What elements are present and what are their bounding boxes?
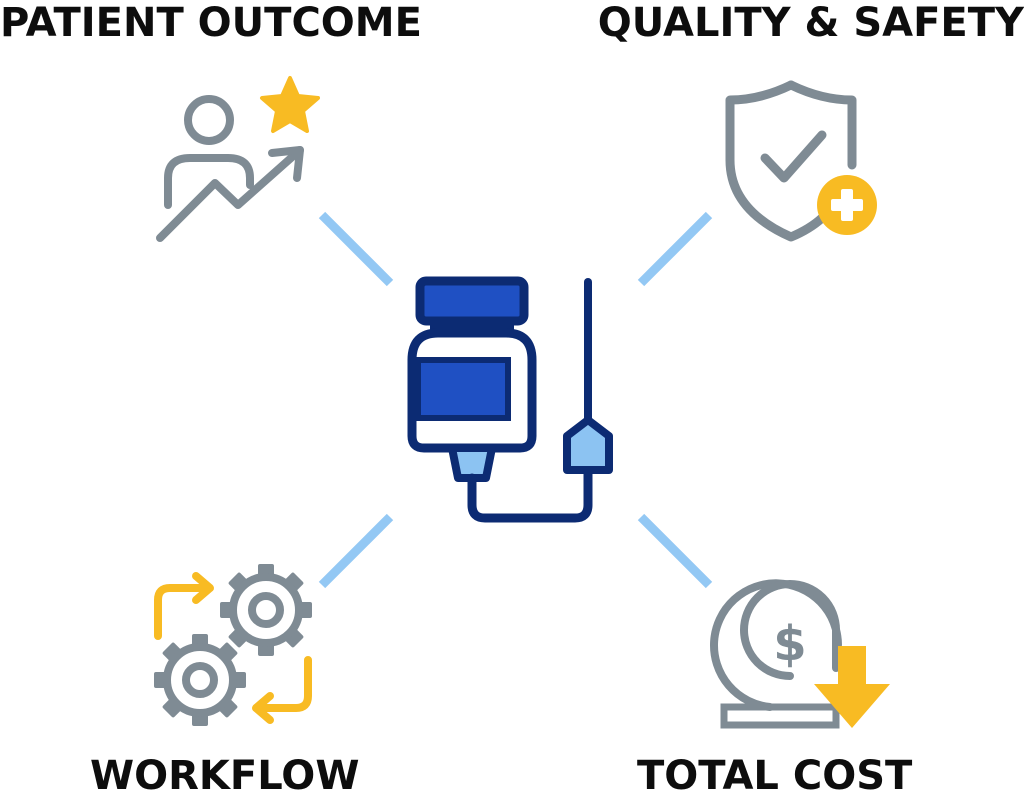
- dollar-symbol: $: [773, 616, 806, 672]
- connector-bottom-left: [318, 513, 394, 589]
- patient-improvement-icon: [156, 76, 320, 242]
- label-patient-outcome: PATIENT OUTCOME: [0, 0, 422, 46]
- connectors: [318, 211, 713, 589]
- shield-check-plus-icon: [725, 80, 877, 242]
- label-quality-safety: QUALITY & SAFETY: [597, 0, 1024, 46]
- cycle-arrow-icon: [154, 584, 212, 640]
- gear-icon: [220, 564, 312, 656]
- cycle-arrow-icon: [254, 656, 312, 712]
- connector-top-left: [318, 211, 394, 287]
- iv-bottle-icon: [407, 276, 613, 523]
- gears-cycle-icon: [154, 564, 312, 726]
- down-arrow-icon: [814, 646, 890, 728]
- label-workflow: WORKFLOW: [90, 753, 360, 799]
- coin-cost-down-icon: $: [710, 579, 890, 729]
- label-total-cost: TOTAL COST: [637, 753, 913, 799]
- gear-icon: [154, 634, 246, 726]
- connector-top-right: [637, 211, 713, 287]
- star-icon: [260, 76, 320, 133]
- connector-bottom-right: [637, 513, 713, 589]
